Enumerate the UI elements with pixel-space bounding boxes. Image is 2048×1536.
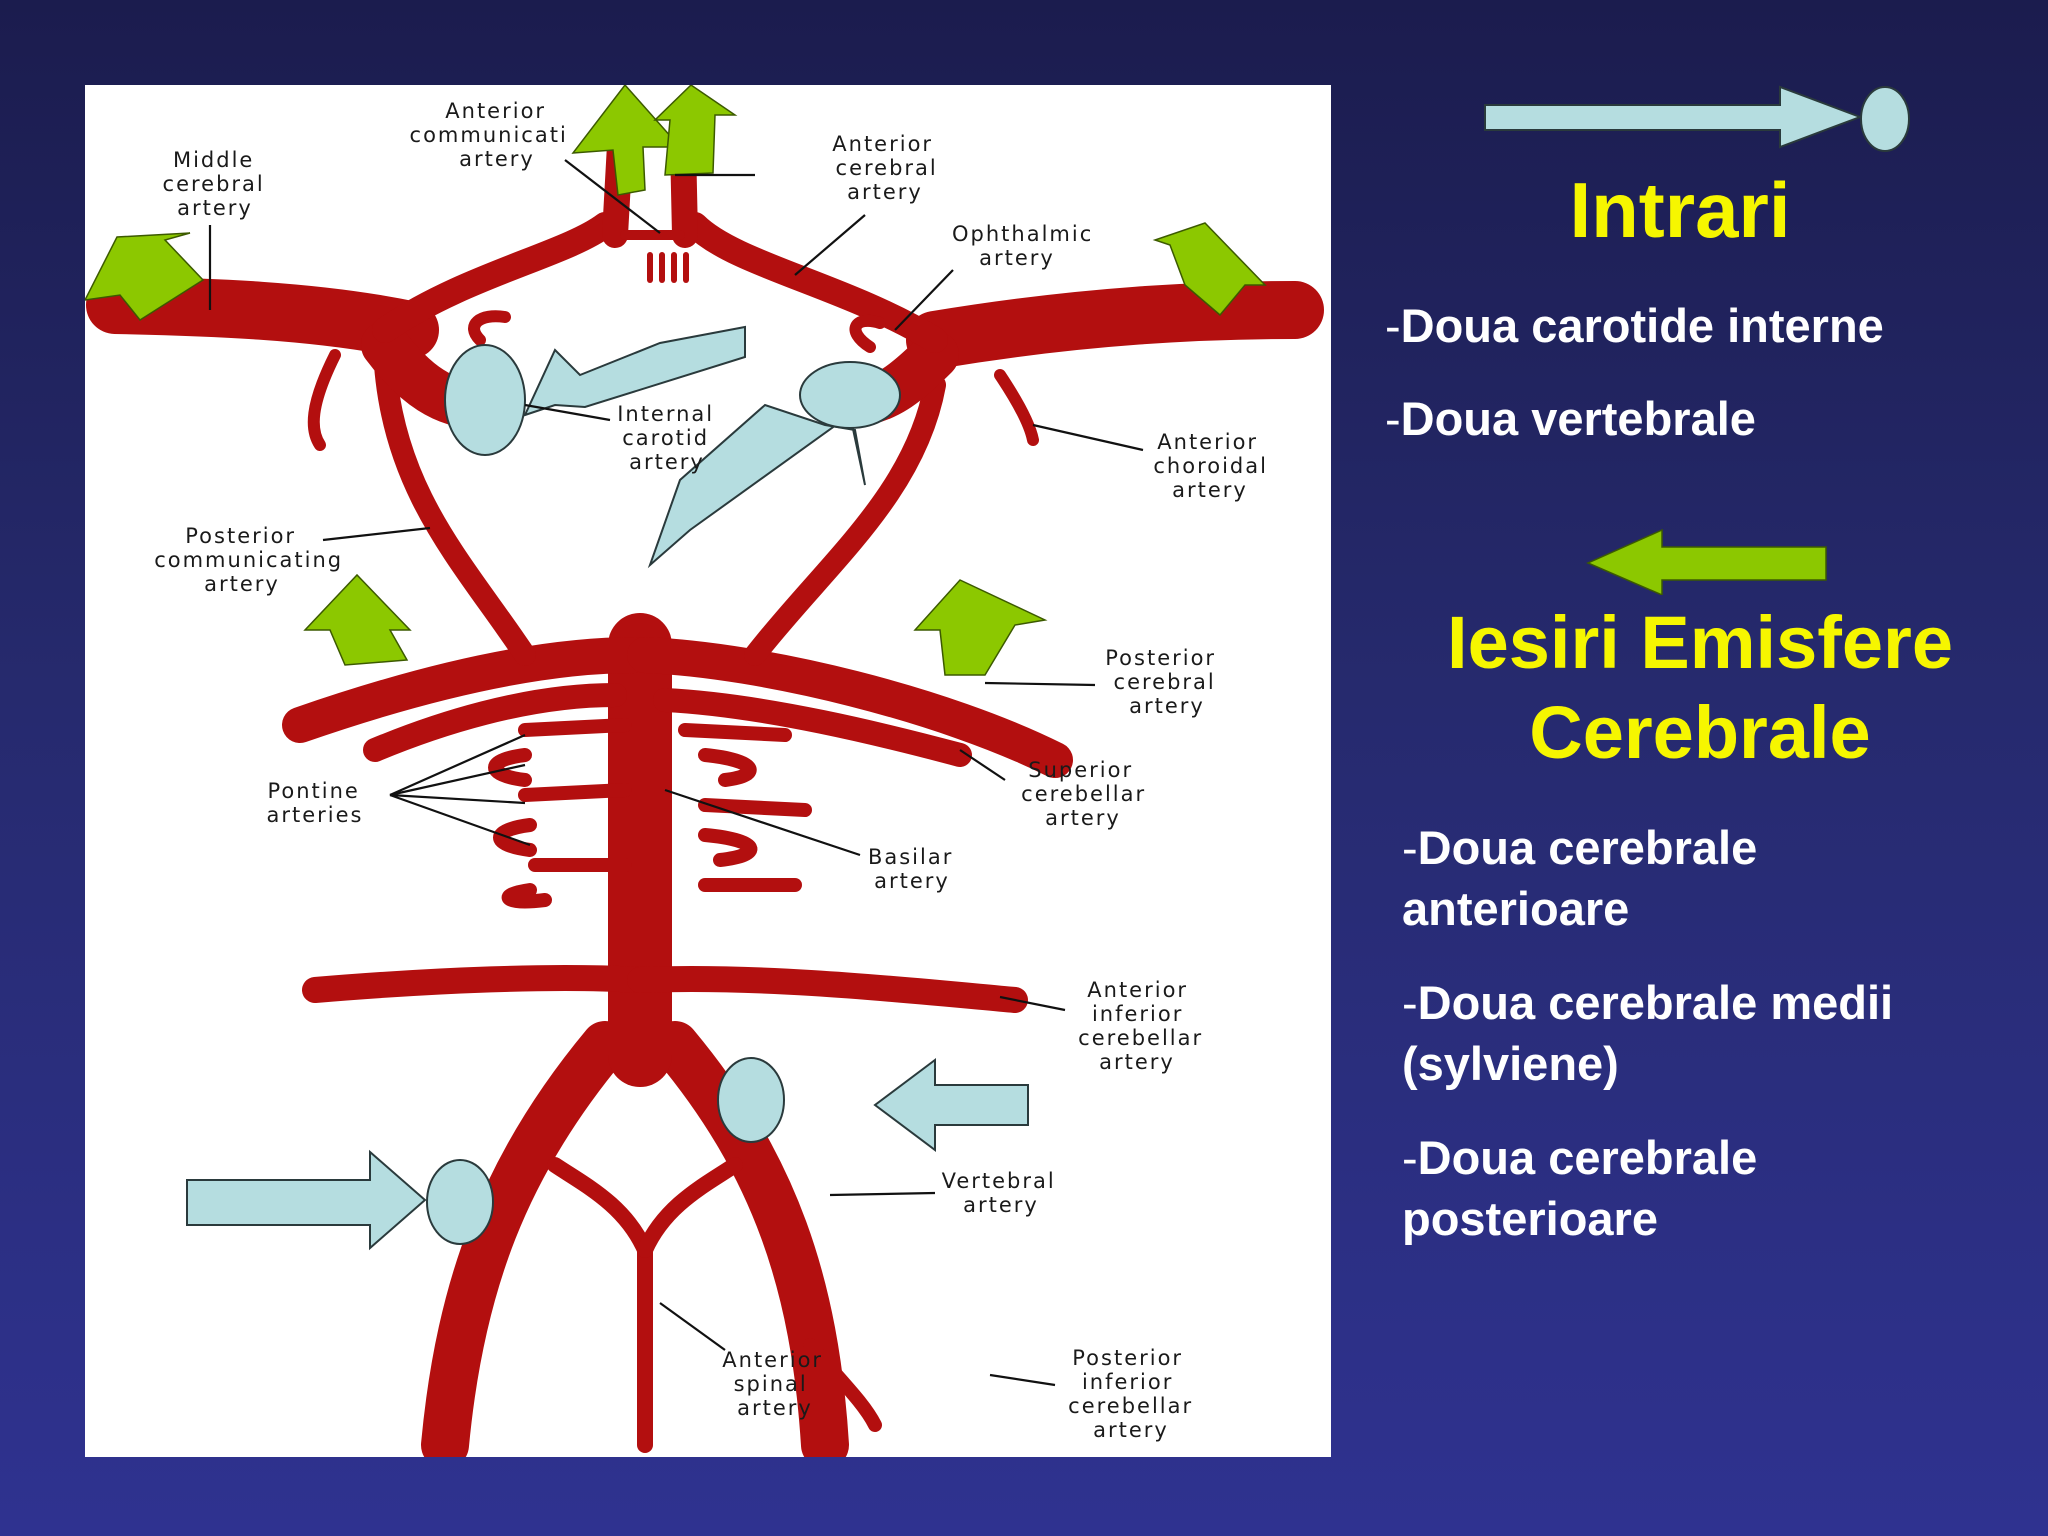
left-vertebral-circle: [426, 1159, 494, 1245]
label-anterior-choroidal: Anterior choroidal artery: [1153, 430, 1276, 502]
label-posterior-communicating: Posterior communicating artery: [154, 524, 352, 596]
blue-arrow-vertebral-left: [186, 1149, 427, 1251]
inflow-arrows: [186, 325, 1029, 1251]
perforating-branches: [647, 252, 689, 283]
left-ophthalmic-artery: [468, 310, 511, 346]
outflow-arrows: [85, 85, 1267, 676]
circle-of-willis-svg: Anterior communicati artery Middle cereb…: [85, 85, 1324, 1457]
inflow-legend-arrow-icon: [1484, 85, 1910, 152]
green-arrow-mca-left: [85, 232, 205, 321]
right-ophthalmic-artery: [849, 314, 886, 353]
label-internal-carotid: Internal carotid artery: [617, 402, 723, 474]
left-middle-cerebral-artery: [86, 276, 439, 359]
outflow-legend-arrow-icon: [1586, 528, 1827, 595]
left-posterior-cerebral-artery: [282, 637, 653, 743]
intrari-heading: Intrari: [1569, 166, 1791, 254]
left-anterior-choroidal-artery: [307, 349, 341, 451]
label-anterior-cerebral: Anterior cerebral artery: [832, 132, 946, 204]
green-arrow-aca-left: [571, 85, 682, 196]
right-vertebral-circle: [717, 1057, 785, 1143]
label-ophthalmic: Ophthalmic artery: [952, 222, 1102, 270]
right-middle-cerebral-artery: [906, 281, 1324, 369]
blue-arrow-carotid-left: [523, 325, 746, 417]
label-anterior-communicating: Anterior communicati artery: [410, 99, 577, 171]
iesiri-item-3: -Doua cerebrale posterioare: [1402, 1131, 1758, 1245]
label-posterior-cerebral: Posterior cerebral artery: [1105, 646, 1225, 718]
right-vertebral-artery: [651, 1021, 849, 1457]
label-middle-cerebral: Middle cerebral artery: [163, 148, 274, 220]
anterior-spinal-left-branch: [547, 1157, 653, 1258]
right-internal-carotid-circle: [799, 361, 901, 429]
left-anterior-cerebral-artery: [372, 212, 618, 343]
intrari-item-1: -Doua carotide interne: [1385, 299, 1884, 352]
green-arrow-aca-right: [653, 85, 738, 176]
label-basilar: Basilar artery: [868, 845, 962, 893]
label-posterior-inferior-cerebellar: Posterior inferior cerebellar artery: [1068, 1346, 1202, 1442]
iesiri-item-1: -Doua cerebrale anterioare: [1402, 821, 1758, 935]
right-anterior-cerebral-artery: [682, 212, 948, 353]
green-arrow-mca-right: [1152, 222, 1267, 317]
label-anterior-spinal: Anterior spinal artery: [722, 1348, 831, 1420]
intrari-item-2: -Doua vertebrale: [1385, 392, 1756, 445]
green-arrow-pca-left: [303, 573, 412, 666]
iesiri-item-2: -Doua cerebrale medii (sylviene): [1402, 976, 1894, 1090]
iesiri-heading-line2: Cerebrale: [1529, 691, 1871, 774]
label-anterior-inferior-cerebellar: Anterior inferior cerebellar artery: [1078, 978, 1212, 1074]
green-arrow-pca-right: [913, 579, 1048, 676]
iesiri-heading: Iesiri Emisfere Cerebrale: [1400, 598, 2000, 778]
left-internal-carotid-circle: [444, 344, 526, 456]
leader-lines: [208, 159, 1144, 1387]
right-aica: [627, 966, 1028, 1013]
anterior-spinal-right-branch: [637, 1157, 743, 1258]
right-anterior-choroidal-artery: [994, 369, 1039, 446]
left-aica: [302, 965, 653, 1003]
iesiri-heading-line1: Iesiri Emisfere: [1447, 601, 1953, 684]
left-vertebral-artery: [421, 1021, 629, 1457]
label-vertebral: Vertebral artery: [942, 1169, 1065, 1217]
label-superior-cerebellar: Superior cerebellar artery: [1021, 758, 1155, 830]
label-pontine: Pontine arteries: [267, 779, 369, 827]
blue-arrow-vertebral-right: [873, 1058, 1029, 1152]
left-superior-cerebellar: [363, 683, 627, 762]
right-posterior-cerebral-artery: [627, 637, 1073, 778]
circle-of-willis-diagram: Anterior communicati artery Middle cereb…: [85, 85, 1331, 1457]
right-superior-cerebellar: [653, 688, 972, 767]
pontine-arteries: [488, 718, 812, 909]
right-posterior-communicating-artery: [744, 374, 946, 666]
posterior-inferior-cerebellar-artery: [803, 1338, 882, 1432]
left-posterior-communicating-artery: [374, 354, 536, 666]
artery-labels: Anterior communicati artery Middle cereb…: [154, 99, 1276, 1442]
